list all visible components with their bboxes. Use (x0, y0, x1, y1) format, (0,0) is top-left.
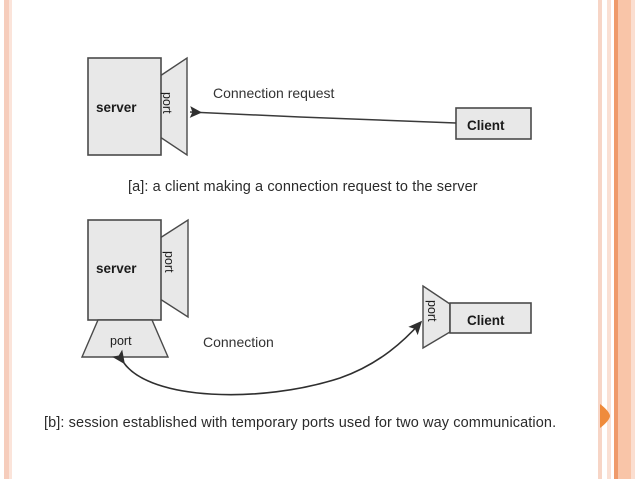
border-stripe-right-8 (635, 0, 638, 479)
connection-curve-arrow (111, 320, 423, 396)
server-box-b (87, 219, 162, 321)
border-stripe-left-inner (9, 0, 12, 479)
orange-triangle-marker-icon (600, 404, 610, 428)
border-stripe-right-3 (607, 0, 611, 479)
client-box-a (455, 107, 532, 140)
border-stripe-right-5 (614, 0, 618, 479)
client-label-a: Client (467, 118, 505, 133)
border-stripe-right-2 (602, 0, 607, 479)
server-box-a (87, 57, 162, 156)
connection-label: Connection (203, 334, 274, 350)
client-label-b: Client (467, 313, 505, 328)
border-stripe-left-outer (4, 0, 9, 479)
client-box-b (449, 302, 532, 334)
server-label-b: server (96, 261, 137, 276)
port-label-server-a: port (160, 92, 174, 114)
connection-request-label: Connection request (213, 85, 335, 101)
border-stripe-right-4 (611, 0, 614, 479)
border-stripe-right-7 (631, 0, 635, 479)
port-label-client-b: port (425, 300, 439, 322)
border-stripe-right-6 (618, 0, 631, 479)
border-stripe-right-1 (598, 0, 602, 479)
connection-request-arrow (189, 106, 457, 124)
port-label-server-b-side: port (162, 251, 176, 273)
server-label-a: server (96, 100, 137, 115)
caption-b: [b]: session established with temporary … (44, 415, 557, 431)
caption-a: [a]: a client making a connection reques… (128, 179, 478, 195)
port-label-server-b-bottom: port (110, 334, 132, 348)
